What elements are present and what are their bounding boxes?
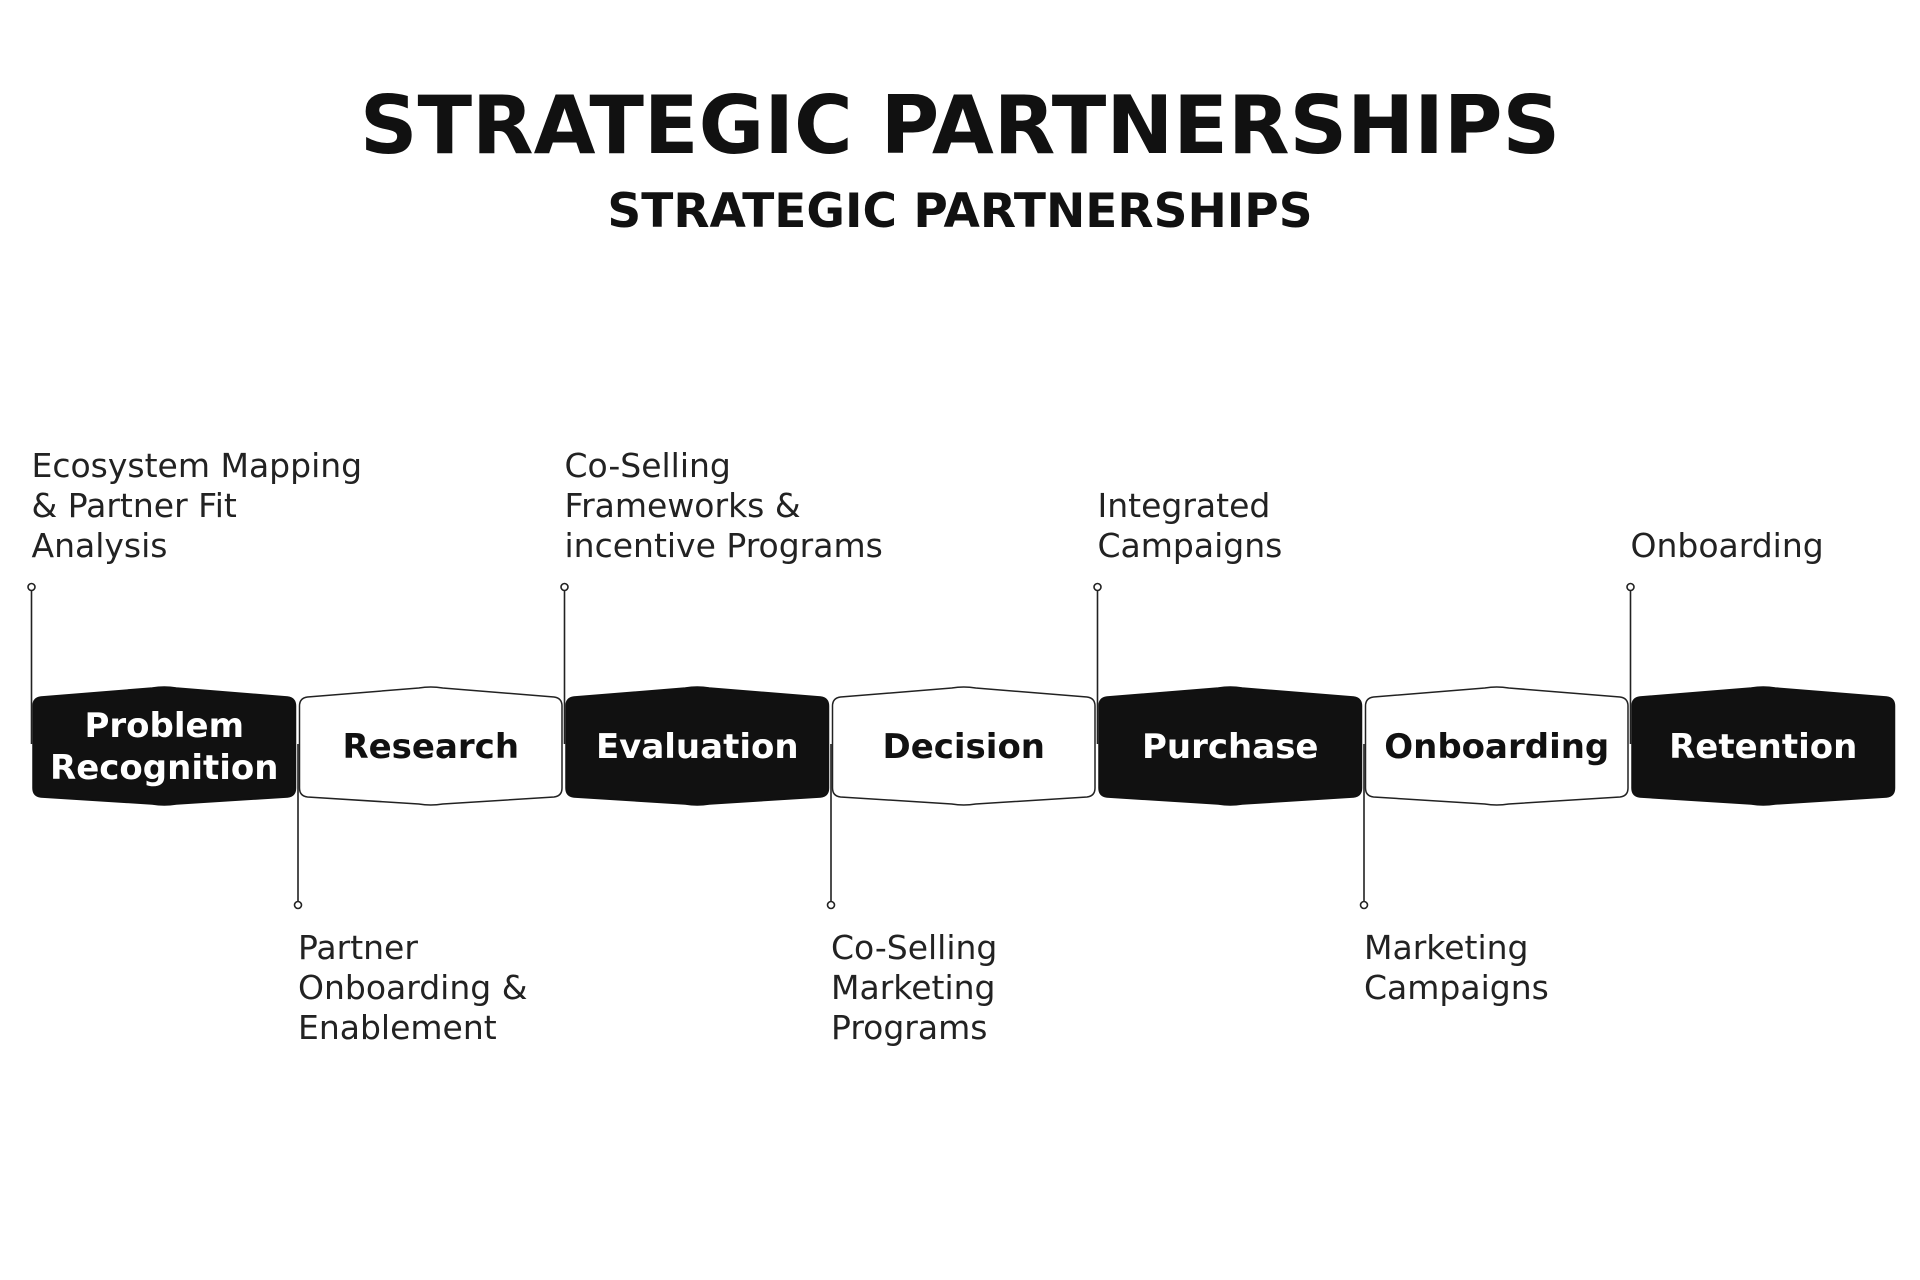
callout-text-3: Co-Selling Marketing Programs	[831, 928, 998, 1047]
page-title: STRATEGIC PARTNERSHIPS	[359, 79, 1561, 172]
stage-shape-4	[1098, 686, 1363, 806]
callout-dot-0	[27, 582, 36, 592]
page-subtitle: STRATEGIC PARTNERSHIPS	[607, 184, 1313, 239]
callout-text-6: Onboarding	[1630, 526, 1824, 565]
stage-label-1: Research	[342, 727, 520, 767]
stage-shape-6	[1631, 686, 1896, 806]
callout-text-5: Marketing Campaigns	[1364, 928, 1549, 1007]
stage-shape-0	[32, 686, 297, 806]
stage-label-2: Evaluation	[595, 727, 799, 767]
callout-dot-6	[1626, 582, 1635, 592]
callout-dot-3	[826, 900, 836, 910]
stage-label-3: Decision	[882, 727, 1046, 767]
stage-label-6: Retention	[1669, 727, 1858, 767]
callout-dot-1	[293, 900, 303, 910]
stage-shape-5	[1364, 686, 1629, 806]
stage-label-4: Purchase	[1142, 727, 1319, 767]
stage-shape-2	[565, 686, 830, 806]
callout-dot-4	[1093, 582, 1102, 592]
callout-text-2: Co-Selling Frameworks & incentive Progra…	[564, 446, 883, 565]
callout-text-0: Ecosystem Mapping & Partner Fit Analysis	[31, 446, 363, 565]
callout-dot-5	[1359, 900, 1369, 910]
callout-dot-2	[560, 582, 569, 592]
callout-text-4: Integrated Campaigns	[1097, 486, 1283, 565]
stage-shape-3	[831, 686, 1096, 806]
callout-text-1: Partner Onboarding & Enablement	[298, 928, 528, 1047]
stage-shape-1	[298, 686, 563, 806]
stage-label-5: Onboarding	[1384, 727, 1610, 767]
stage-label-0: Problem Recognition	[50, 706, 279, 788]
